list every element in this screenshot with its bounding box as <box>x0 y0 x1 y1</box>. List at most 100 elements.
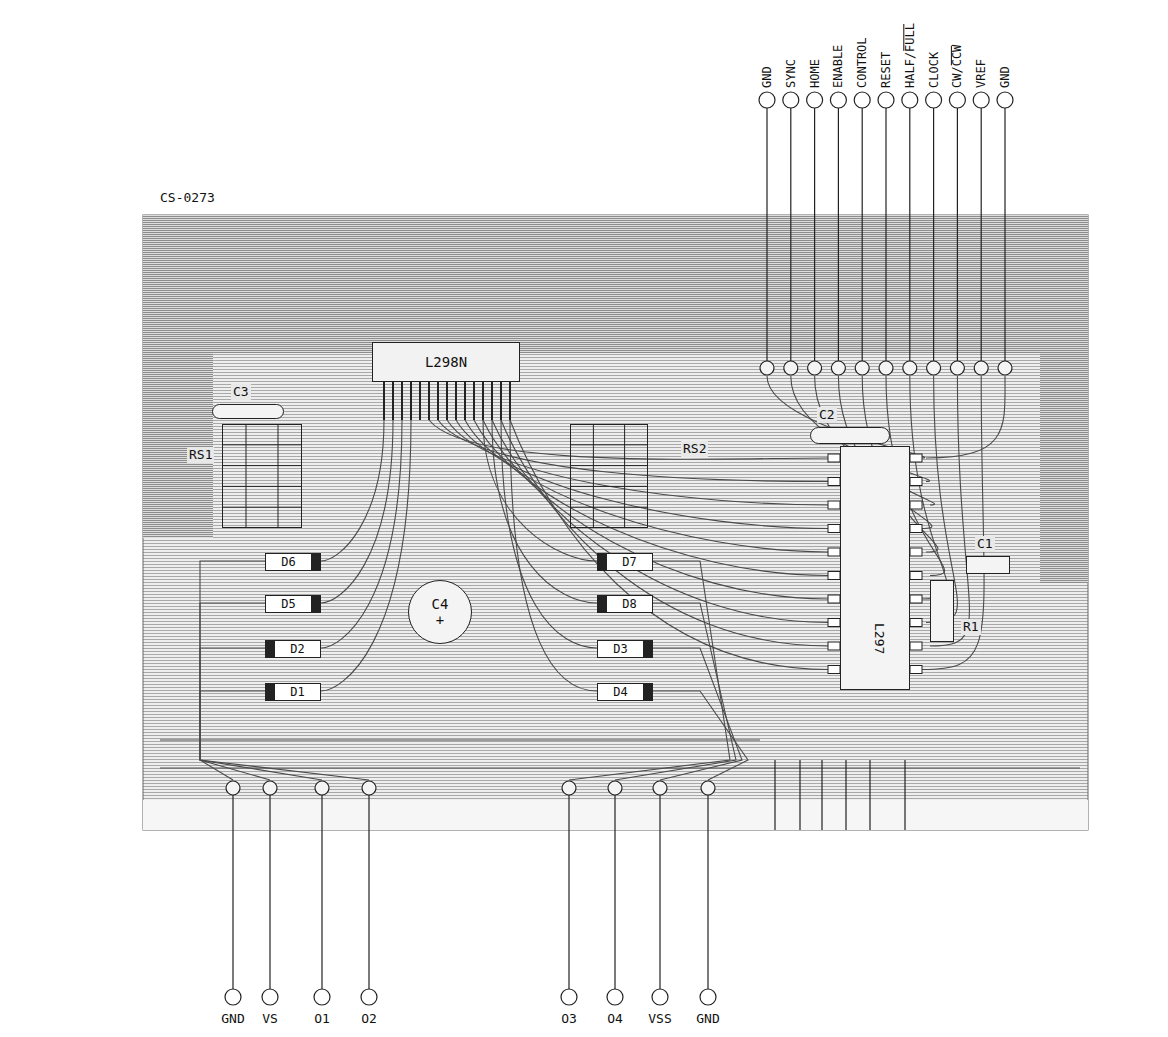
component-label: D1 <box>290 685 304 699</box>
ic-pin <box>828 666 840 674</box>
board-line <box>799 760 800 830</box>
ic-pin <box>910 501 922 509</box>
terminal-pad <box>997 92 1013 108</box>
ic-pin <box>828 478 840 486</box>
signal-name: SYNC <box>783 59 799 88</box>
board-pad <box>562 781 576 795</box>
terminal-pad <box>949 92 965 108</box>
terminal-pad <box>262 989 278 1005</box>
capacitor-symbol: C3 <box>212 404 284 419</box>
lead-wire <box>766 108 767 361</box>
component-label: C1 <box>975 536 995 552</box>
component-label: D7 <box>622 555 636 569</box>
copper-trace <box>483 420 597 561</box>
resistor-element <box>222 465 302 466</box>
board-pad <box>315 781 329 795</box>
terminal-pad <box>926 92 942 108</box>
ic-pin <box>383 382 385 420</box>
ic-pin <box>910 548 922 556</box>
lead-wire <box>321 795 322 989</box>
resistor-element <box>570 486 648 487</box>
diode-symbol: D2 <box>265 640 321 658</box>
copper-trace <box>930 376 969 646</box>
board-pad <box>831 361 845 375</box>
board-pad <box>701 781 715 795</box>
diode-symbol: D7 <box>597 553 653 571</box>
resistor-symbol: R1 <box>930 580 954 642</box>
ic-pin <box>910 454 922 462</box>
lead-wire <box>814 108 815 361</box>
resistor-element <box>278 424 279 528</box>
capacitor-symbol: C2 <box>810 427 890 444</box>
terminal-name: GND <box>221 1011 244 1027</box>
copper-trace <box>483 420 828 599</box>
board-line <box>904 760 905 830</box>
copper-trace <box>910 376 948 599</box>
capacitor-symbol: C4+ <box>408 580 472 644</box>
resistor-element <box>222 444 302 445</box>
lead-wire <box>909 108 910 361</box>
ic-pin <box>392 382 394 420</box>
signal-name: HALF/FULL <box>902 23 918 88</box>
component-label: + <box>436 612 444 628</box>
cathode-band <box>311 554 320 570</box>
ic-package: L297 <box>840 446 910 690</box>
component-label: C3 <box>231 384 251 400</box>
lead-wire <box>981 108 982 361</box>
board-pad <box>903 361 917 375</box>
ic-pin <box>419 382 421 420</box>
pcb-board <box>143 215 1088 830</box>
diode-symbol: D3 <box>597 640 653 658</box>
signal-name: HOME <box>807 59 823 88</box>
board-code: CS-0273 <box>160 190 215 206</box>
ic-pin <box>401 382 403 420</box>
copper-trace <box>501 420 828 646</box>
copper-trace <box>653 691 748 780</box>
lead-wire <box>862 108 863 361</box>
copper-area <box>1040 353 1088 583</box>
component-label: RS1 <box>187 447 214 463</box>
terminal-name: O4 <box>607 1011 623 1027</box>
resistor-element <box>222 507 302 508</box>
diode-symbol: D6 <box>265 553 321 571</box>
cathode-band <box>643 684 652 700</box>
copper-trace <box>429 420 828 459</box>
lead-wire <box>269 795 270 989</box>
terminal-pad <box>807 92 823 108</box>
traces-group <box>160 92 1080 1005</box>
diode-symbol: D4 <box>597 683 653 701</box>
terminal-name: GND <box>696 1011 719 1027</box>
component-label: RS2 <box>681 441 708 457</box>
resistor-pack: RS1 <box>222 424 302 528</box>
copper-trace <box>200 648 322 780</box>
board-pad <box>974 361 988 375</box>
board-pad <box>950 361 964 375</box>
ic-pin <box>455 382 457 420</box>
terminal-pad <box>225 989 241 1005</box>
terminal-pad <box>973 92 989 108</box>
copper-trace <box>321 420 411 691</box>
component-label: D2 <box>290 642 304 656</box>
lead-wire <box>885 108 886 361</box>
signal-name: RESET <box>878 52 894 88</box>
ic-pin <box>500 382 502 420</box>
ic-pin <box>828 454 840 462</box>
lead-wire <box>1004 108 1005 361</box>
copper-trace <box>321 420 393 603</box>
ic-pin <box>910 525 922 533</box>
ic-pin <box>437 382 439 420</box>
copper-trace <box>922 376 984 670</box>
ic-pin <box>428 382 430 420</box>
terminal-name: O1 <box>314 1011 330 1027</box>
signal-name: CONTROL <box>854 37 870 88</box>
component-label: L297 <box>871 623 887 654</box>
resistor-pack: RS2 <box>570 424 648 528</box>
component-label: L298N <box>425 354 467 370</box>
board-pad <box>998 361 1012 375</box>
cathode-band <box>598 554 607 570</box>
ic-pin <box>910 619 922 627</box>
ic-pin <box>482 382 484 420</box>
